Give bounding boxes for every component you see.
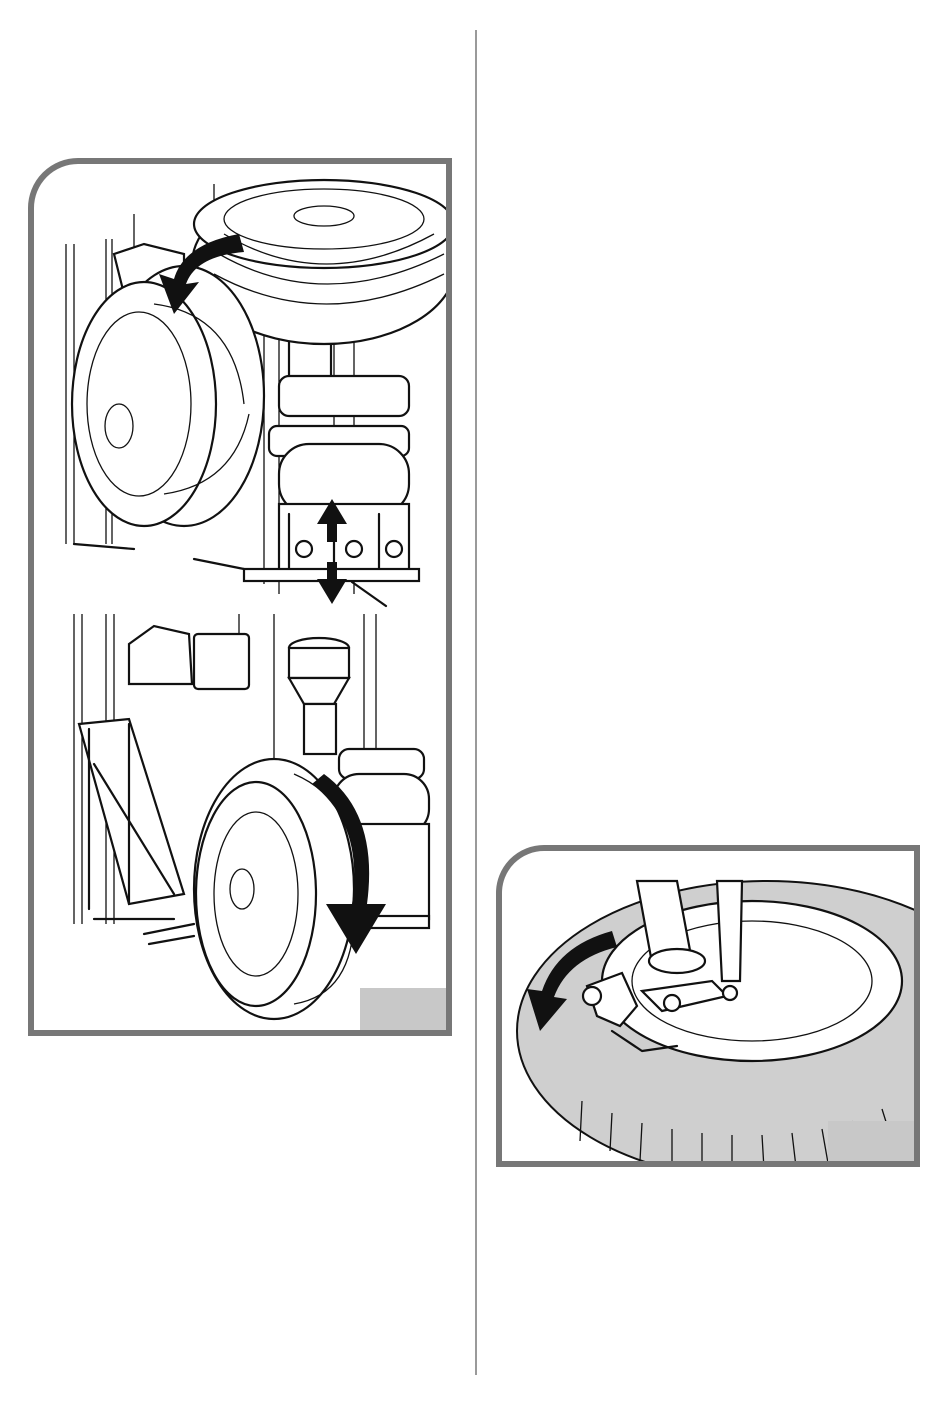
tilting-ramp [79, 719, 194, 944]
figure-mounting-head [496, 845, 920, 1167]
figure-wheel-lift [28, 158, 452, 1036]
wheel-lift-illustration [34, 164, 452, 1036]
mounting-head-illustration [502, 851, 920, 1167]
figure-number-tab [360, 988, 448, 1032]
wheel-vertical-top [72, 266, 264, 569]
column-divider [475, 30, 477, 1375]
figure-number-tab [828, 1121, 916, 1163]
